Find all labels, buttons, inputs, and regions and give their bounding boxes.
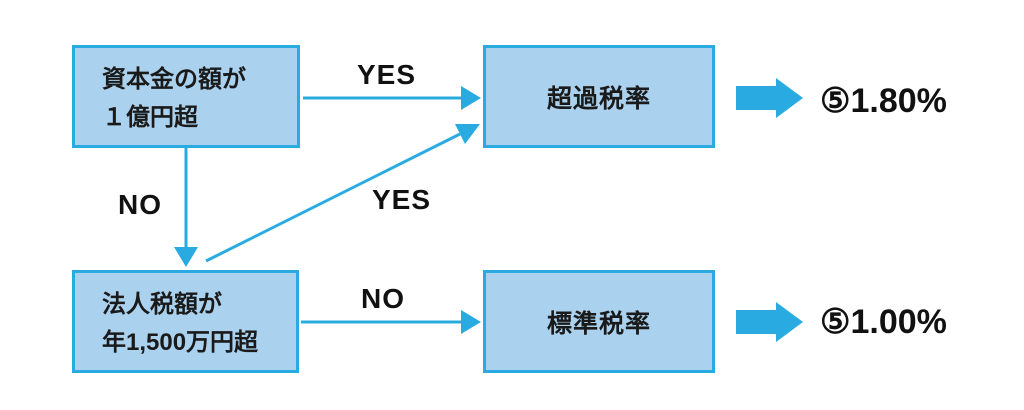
arrowhead-corporate-to-excess: [455, 124, 480, 144]
edge-corporate-to-excess: [205, 132, 461, 263]
arrowhead-corporate-to-standard: [461, 310, 481, 334]
node-corporate-tax-line2: 年1,500万円超: [102, 329, 259, 356]
node-excess-rate: 超過税率: [483, 45, 715, 148]
node-corporate-tax-line1: 法人税額が: [102, 291, 222, 318]
block-arrow-standard-icon: [736, 302, 803, 342]
node-standard-rate: 標準税率: [483, 270, 715, 373]
arrowhead-capital-to-corporate: [174, 247, 198, 267]
block-arrow-excess-icon: [736, 78, 803, 118]
node-capital-amount: 資本金の額が １億円超: [72, 45, 300, 148]
result-excess-rate: ⑤1.80%: [820, 82, 947, 120]
node-capital-amount-line1: 資本金の額が: [102, 66, 246, 93]
edge-label-no-down: NO: [118, 189, 162, 220]
node-capital-amount-line2: １億円超: [102, 104, 198, 131]
result-standard-rate: ⑤1.00%: [820, 303, 947, 341]
edge-label-yes-diagonal: YES: [372, 184, 432, 215]
node-standard-rate-label: 標準税率: [546, 309, 651, 338]
node-corporate-tax: 法人税額が 年1,500万円超: [72, 270, 299, 373]
edge-label-yes-top: YES: [357, 59, 417, 90]
arrowhead-capital-to-excess: [461, 86, 481, 110]
edge-label-no-right: NO: [361, 283, 405, 314]
node-excess-rate-label: 超過税率: [546, 84, 651, 113]
